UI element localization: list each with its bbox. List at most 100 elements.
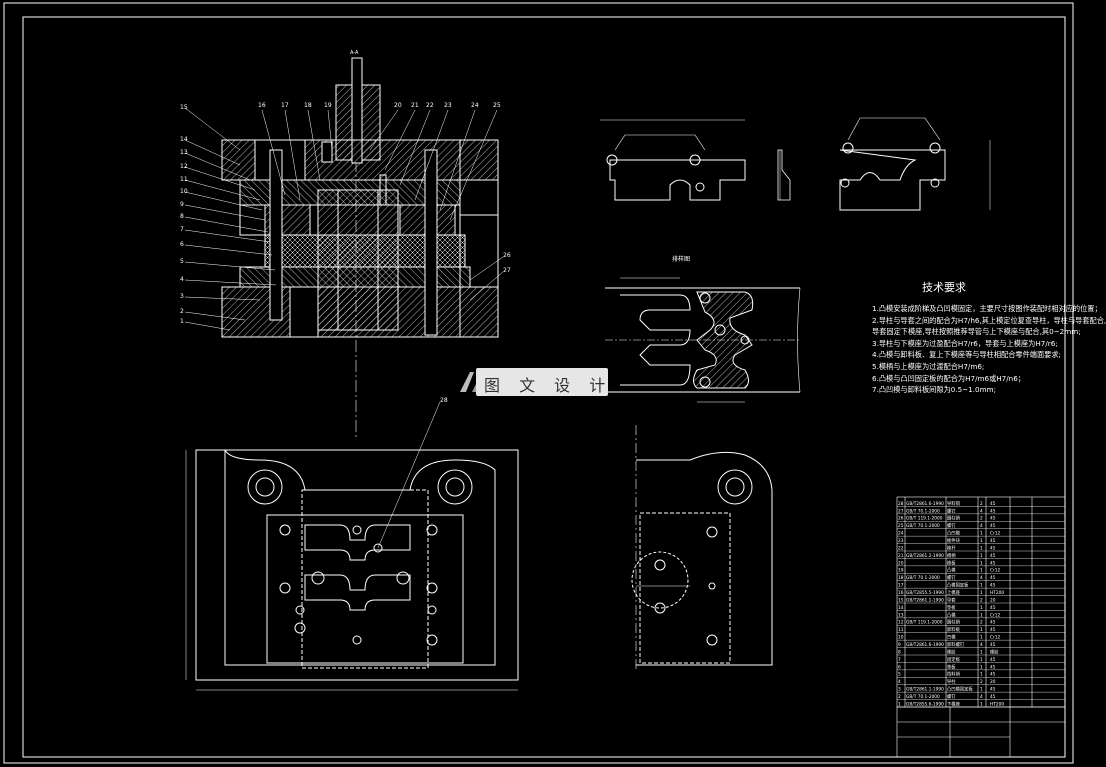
bom-cell: 45 bbox=[990, 620, 996, 626]
callout-leaders-left bbox=[184, 107, 277, 331]
callout-label: 8 bbox=[180, 213, 184, 220]
bom-cell: 45 bbox=[990, 560, 996, 566]
callout-label: 16 bbox=[258, 102, 266, 109]
callout-label: 13 bbox=[180, 149, 188, 156]
bom-cell: 45 bbox=[990, 642, 996, 648]
callout-label: 24 bbox=[471, 102, 479, 109]
watermark-box bbox=[476, 368, 608, 396]
callout-label: 27 bbox=[503, 267, 511, 274]
bom-cell: GB/T2861.1-1990 bbox=[906, 687, 944, 693]
bom-cell: GB/T2861.2-1990 bbox=[906, 553, 944, 559]
bom-cell: 圆柱销 bbox=[947, 515, 961, 522]
watermark: 图 文 设 计 bbox=[458, 364, 614, 400]
bom-cell: 1 bbox=[980, 545, 983, 551]
bom-cell: 4 bbox=[980, 523, 983, 529]
bom-cell: 螺钉 bbox=[947, 574, 956, 581]
bom-row-lines bbox=[897, 506, 1065, 700]
callout-label: 26 bbox=[503, 252, 511, 259]
bom-cell: 螺钉 bbox=[947, 507, 956, 514]
bom-cell: GB/T 70.1-2000 bbox=[906, 508, 940, 514]
outer-border bbox=[3, 2, 1074, 764]
tech-requirement-item: 6.凸模与凸凹固定板的配合为H7/m6或H7/n6； bbox=[872, 373, 1025, 383]
bom-cell: 15 bbox=[898, 597, 904, 603]
side-view bbox=[631, 425, 773, 672]
bom-cell: 20 bbox=[990, 679, 996, 685]
bom-cell: GB/T 70.1-2000 bbox=[906, 694, 940, 700]
bom-table bbox=[896, 496, 1066, 758]
bom-cell: 推杆 bbox=[947, 544, 956, 551]
callout-leaders-top bbox=[261, 109, 504, 549]
callout-label: 12 bbox=[180, 163, 188, 170]
bom-cell: 挡料销 bbox=[947, 671, 961, 678]
bom-cell: GB/T 70.1-2000 bbox=[906, 523, 940, 529]
part-drawing-2 bbox=[839, 117, 991, 211]
bom-cell: 4 bbox=[980, 642, 983, 648]
tech-requirement-item: 导套固定下模座,导柱按照推荐导管与上下模座与配合,其0~2mm; bbox=[872, 327, 1081, 337]
bom-cell: 6 bbox=[898, 664, 901, 670]
bom-cell: 1 bbox=[980, 701, 983, 707]
bom-cell: 1 bbox=[980, 612, 983, 618]
plan-view bbox=[185, 449, 519, 691]
bom-cell: 45 bbox=[990, 501, 996, 507]
bom-cell: Cr12 bbox=[990, 635, 1001, 641]
bom-cell: 45 bbox=[990, 687, 996, 693]
bom-cell: 14 bbox=[898, 605, 904, 611]
tech-requirement-item: 3.导柱与下模座为过盈配合H7/r6，导套与上模座为H7/r6; bbox=[872, 338, 1058, 348]
callout-label: 5 bbox=[180, 258, 184, 265]
bom-cell: 45 bbox=[990, 508, 996, 514]
bom-cell: GB/T2855.6-1990 bbox=[906, 701, 944, 707]
callout-label: 15 bbox=[180, 104, 188, 111]
bom-cell: 45 bbox=[990, 672, 996, 678]
callout-label: 4 bbox=[180, 276, 184, 283]
bom-cell: Cr12 bbox=[990, 568, 1001, 574]
bom-cell: 卸料板 bbox=[947, 626, 961, 633]
watermark-text: 图 文 设 计 bbox=[484, 376, 613, 395]
bom-cell: 卸料螺钉 bbox=[947, 641, 965, 648]
bom-cell: 2 bbox=[980, 679, 983, 685]
bom-cell: 凹模 bbox=[947, 634, 956, 641]
bom-cell: 导套 bbox=[947, 596, 956, 603]
tech-requirement-item: 5.模柄与上模座为过渡配合H7/m6; bbox=[872, 361, 985, 371]
tech-requirement-item: 2.导柱与导套之间的配合为H7/h6,其上模定位复查导柱，导柱与导套配合, bbox=[872, 315, 1106, 325]
bom-cell: 45 bbox=[990, 523, 996, 529]
part-drawing-1 bbox=[600, 119, 791, 201]
bom-cell: 45 bbox=[990, 538, 996, 544]
bom-cell: 1 bbox=[980, 672, 983, 678]
bom-cell: 11 bbox=[898, 627, 904, 633]
bom-cell: HT200 bbox=[990, 701, 1004, 707]
bom-cell: 20 bbox=[990, 597, 996, 603]
bom-cell: 4 bbox=[980, 508, 983, 514]
section-mark: A-A bbox=[350, 50, 359, 56]
bom-cell: 5 bbox=[898, 672, 901, 678]
bom-cell: 2 bbox=[980, 516, 983, 522]
inner-border bbox=[22, 16, 1066, 758]
bom-cell: Cr12 bbox=[990, 531, 1001, 537]
bom-cell: 1 bbox=[980, 635, 983, 641]
bom-cell: 19 bbox=[898, 568, 904, 574]
bom-cell: 圆柱销 bbox=[947, 619, 961, 626]
callout-label: 23 bbox=[444, 102, 452, 109]
callout-label: 1 bbox=[180, 318, 184, 325]
bom-cell: 3 bbox=[898, 687, 901, 693]
bom-cell: 1 bbox=[980, 627, 983, 633]
bom-cell: 21 bbox=[898, 553, 904, 559]
bom-cell: 凸模固定板 bbox=[947, 582, 969, 589]
bom-cell: 1 bbox=[980, 649, 983, 655]
bom-cell: 固定板 bbox=[947, 656, 961, 663]
bom-cell: 螺钉 bbox=[947, 522, 956, 529]
layout-view-title: 排样图 bbox=[672, 256, 691, 263]
bom-cell: 1 bbox=[980, 560, 983, 566]
bom-cell: 12 bbox=[898, 620, 904, 626]
callout-label: 3 bbox=[180, 293, 184, 300]
callout-label: 19 bbox=[324, 102, 332, 109]
bom-cell: 凸模 bbox=[947, 567, 956, 574]
